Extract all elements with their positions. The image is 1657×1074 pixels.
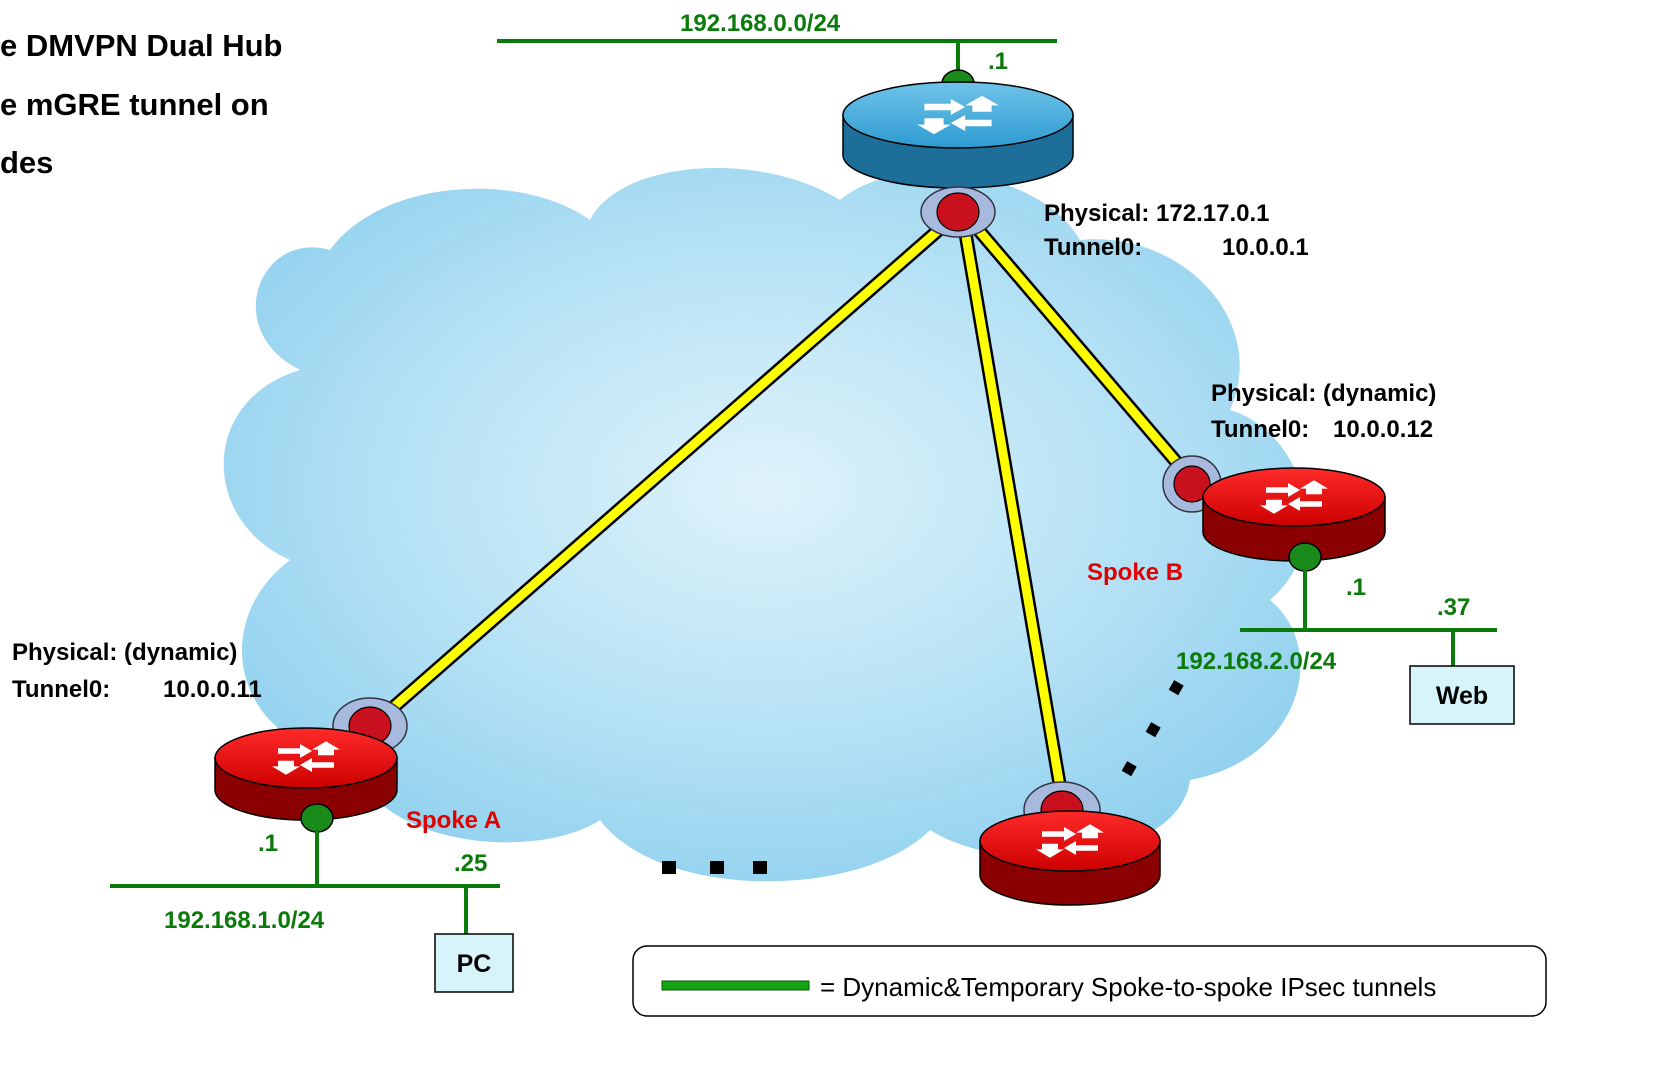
spoke-a-lan-subnet: 192.168.1.0/24	[164, 907, 325, 934]
spoke-b-lan-ip: .1	[1346, 574, 1366, 601]
spoke-b-physical-label: Physical: (dynamic)	[1211, 380, 1436, 407]
pc-host-ip: .25	[454, 850, 487, 877]
spoke-a-router-icon[interactable]	[214, 697, 408, 833]
hub-physical-label: Physical: 172.17.0.1	[1044, 200, 1270, 227]
spoke-a-name: Spoke A	[406, 807, 501, 834]
hub-tunnel-ip: 10.0.0.1	[1222, 234, 1309, 261]
ellipsis-horizontal-icon	[662, 861, 767, 874]
spoke-a-lan-ip: .1	[258, 830, 278, 857]
spoke-a-physical-label: Physical: (dynamic)	[12, 639, 237, 666]
spoke-b-tunnel-ip: 10.0.0.12	[1333, 416, 1433, 443]
title-line-1: e DMVPN Dual Hub	[0, 28, 282, 63]
ellipsis-diagonal-icon	[1121, 680, 1184, 777]
legend-green-line-icon	[661, 980, 810, 991]
hub-lan-subnet: 192.168.0.0/24	[680, 10, 841, 37]
tunnels	[367, 207, 1196, 812]
spoke-a-tunnel-label: Tunnel0:	[12, 676, 110, 703]
pc-host-box[interactable]	[434, 933, 514, 993]
pc-host-label: PC	[457, 950, 492, 978]
spoke-n-router-icon[interactable]	[979, 781, 1161, 906]
spoke-b-tunnel-label: Tunnel0:	[1211, 416, 1309, 443]
title-line-2: e mGRE tunnel on	[0, 87, 269, 122]
hub-tunnel-label: Tunnel0:	[1044, 234, 1142, 261]
tunnel-hub-spoke-c	[955, 211, 1071, 812]
legend-text: = Dynamic&Temporary Spoke-to-spoke IPsec…	[820, 972, 1436, 1002]
hub-lan-ip: .1	[988, 48, 1008, 75]
title-line-3: des	[0, 145, 53, 180]
tunnel-hub-spoke-a	[367, 207, 963, 732]
hub-router-icon[interactable]	[842, 81, 1074, 238]
tunnel-hub-spoke-b	[958, 208, 1196, 483]
spoke-b-router-icon[interactable]	[1162, 455, 1386, 572]
web-host-ip: .37	[1437, 594, 1470, 621]
web-host-box[interactable]	[1409, 665, 1515, 725]
spoke-b-lan-subnet: 192.168.2.0/24	[1176, 648, 1337, 675]
legend: = Dynamic&Temporary Spoke-to-spoke IPsec…	[632, 945, 1547, 1017]
cloud-background	[223, 167, 1307, 882]
legend-box	[632, 945, 1547, 1017]
spoke-a-tunnel-ip: 10.0.0.11	[163, 676, 262, 703]
web-host-label: Web	[1436, 682, 1488, 710]
spoke-b-name: Spoke B	[1087, 559, 1183, 586]
